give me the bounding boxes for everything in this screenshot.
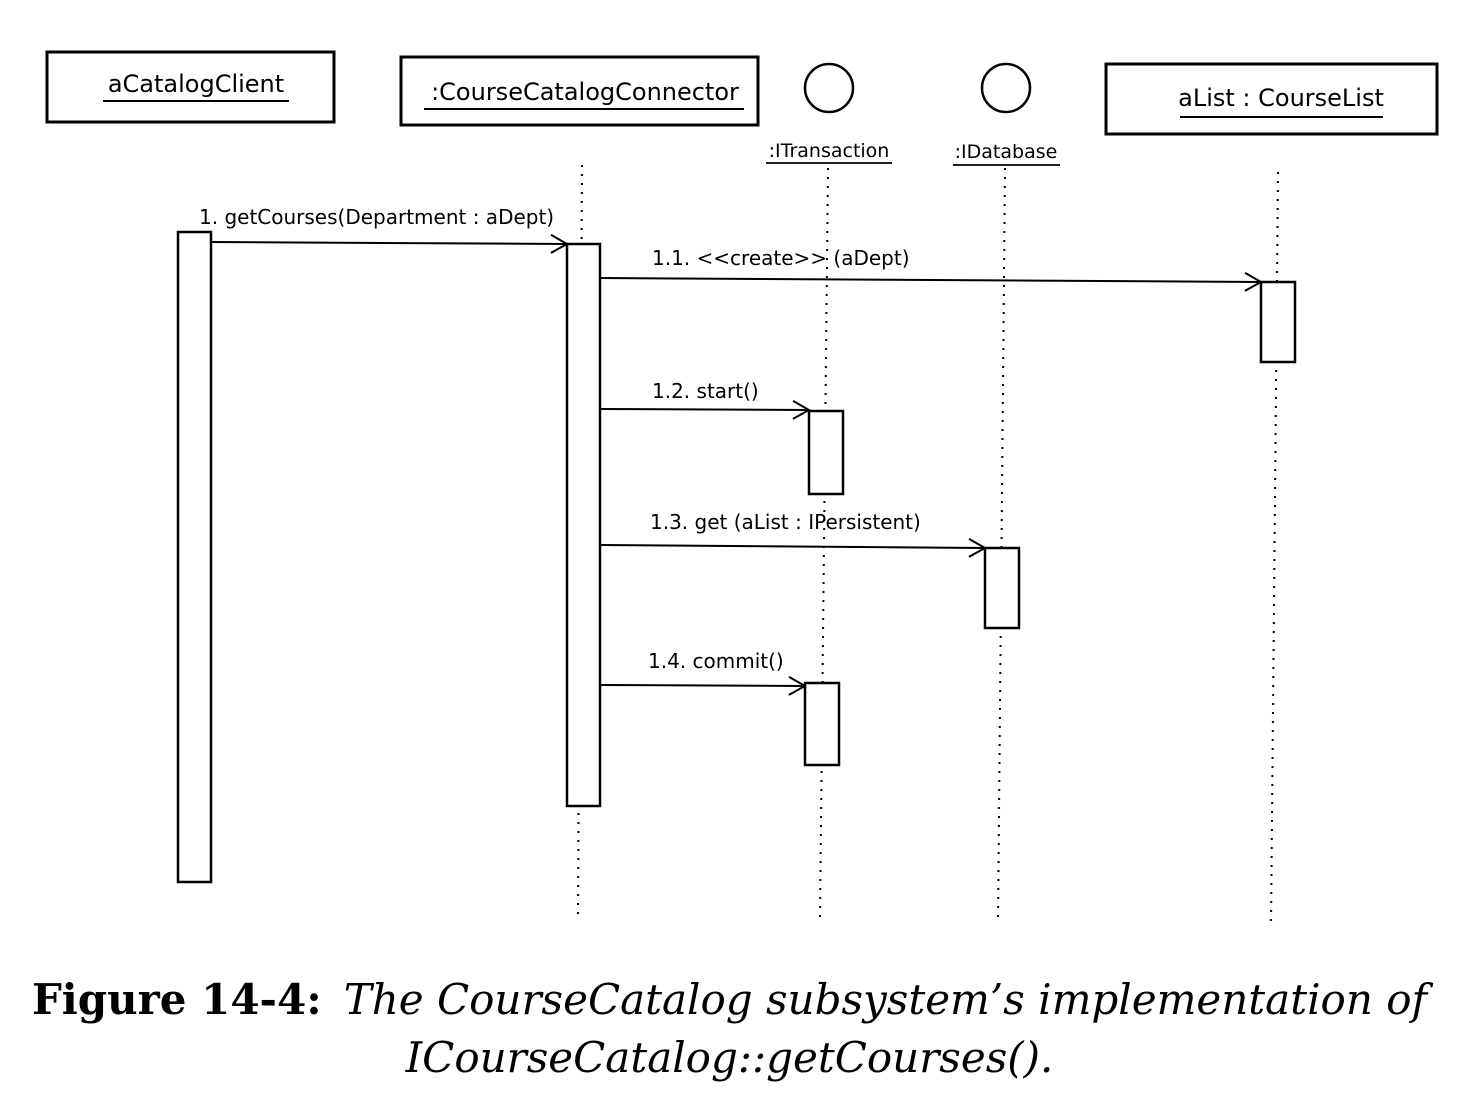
interface-circle-icon xyxy=(980,62,1032,114)
object-transaction-name: :ITransaction xyxy=(769,140,890,162)
interface-circle-icon xyxy=(803,62,855,114)
object-list: aList : CourseList xyxy=(1104,62,1439,136)
activation-connector xyxy=(565,242,602,808)
message-label-2: 1.1. <<create>> (aDept) xyxy=(652,246,910,270)
object-list-box xyxy=(1104,62,1439,136)
message-arrow-2 xyxy=(599,278,1261,282)
activation-list xyxy=(1259,280,1297,364)
activation-database xyxy=(983,546,1021,630)
figure-title-line-1: The CourseCatalog subsystem’s implementa… xyxy=(343,975,1428,1024)
message-arrow-1 xyxy=(210,242,567,244)
figure-caption: Figure 14-4: The CourseCatalog subsystem’… xyxy=(0,972,1459,1028)
messages: 1. getCourses(Department : aDept) 1.1. <… xyxy=(199,205,1261,686)
object-connector-box xyxy=(399,55,760,127)
message-label-4: 1.3. get (aList : IPersistent) xyxy=(650,510,921,534)
object-client: aCatalogClient xyxy=(45,50,336,124)
object-transaction: :ITransaction xyxy=(766,62,892,164)
message-arrow-3 xyxy=(599,409,809,410)
message-label-5: 1.4. commit() xyxy=(648,649,784,673)
message-arrow-4 xyxy=(599,545,985,548)
object-client-name: aCatalogClient xyxy=(108,70,284,98)
object-list-name: aList : CourseList xyxy=(1178,84,1384,112)
object-database-name: :IDatabase xyxy=(955,141,1058,163)
object-connector: :CourseCatalogConnector xyxy=(399,55,760,127)
activation-transaction-commit xyxy=(803,681,841,767)
object-client-box xyxy=(45,50,336,124)
figure-title-line-2: ICourseCatalog::getCourses(). xyxy=(405,1033,1054,1082)
figure-label: Figure 14-4: xyxy=(31,975,322,1024)
message-label-1: 1. getCourses(Department : aDept) xyxy=(199,205,554,229)
message-label-3: 1.2. start() xyxy=(652,379,759,403)
message-arrow-5 xyxy=(599,685,805,686)
object-connector-name: :CourseCatalogConnector xyxy=(431,78,739,106)
activations xyxy=(176,230,1297,884)
lifeline-transaction xyxy=(819,167,829,919)
object-database: :IDatabase xyxy=(953,62,1060,166)
activation-transaction-start xyxy=(807,409,845,496)
activation-client xyxy=(176,230,213,884)
